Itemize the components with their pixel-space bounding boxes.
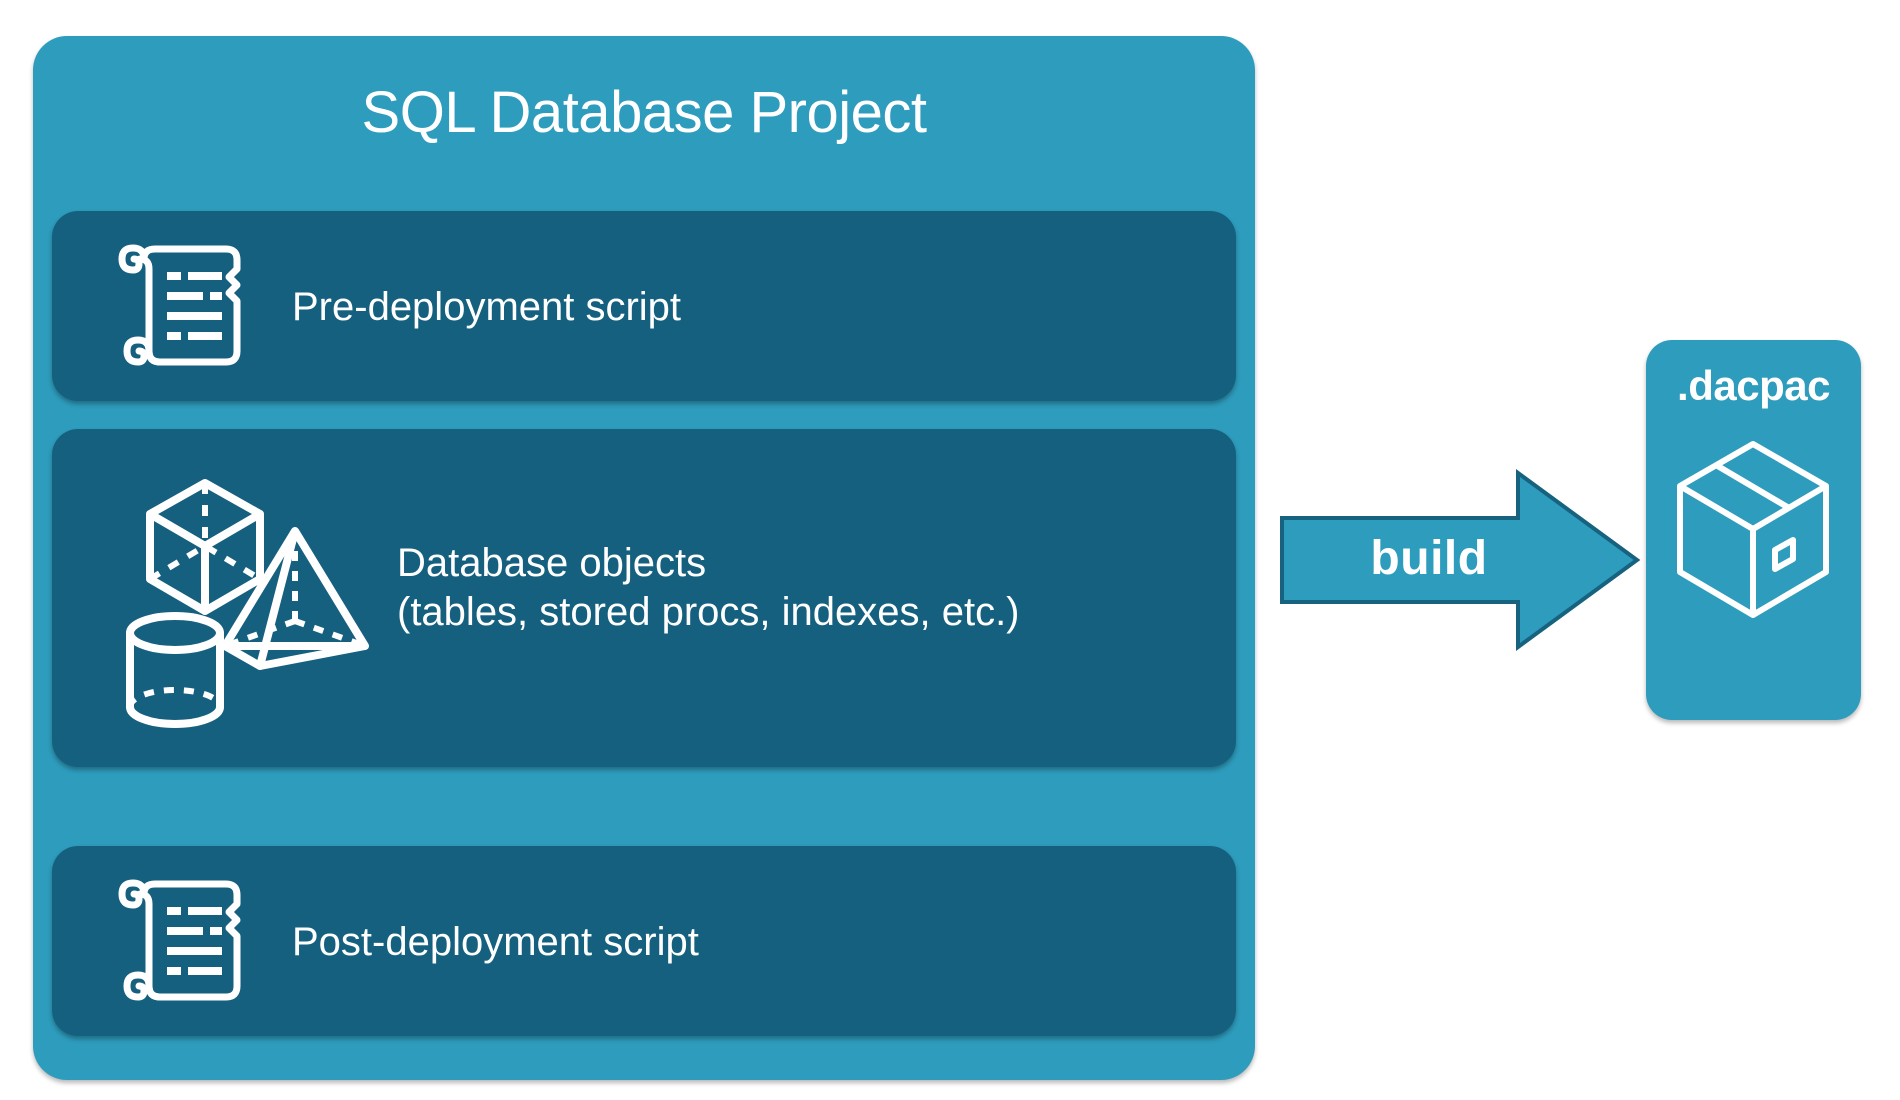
cylinder-icon [126,612,224,728]
scroll-icon [114,239,264,374]
card-pre-deployment-script[interactable]: Pre-deployment script [52,211,1236,401]
card-database-objects-label: Database objects(tables, stored procs, i… [397,539,1020,637]
cube-icon [146,479,264,615]
scroll-icon [114,874,264,1009]
card-post-deployment-script[interactable]: Post-deployment script [52,846,1236,1036]
database-objects-icon-group [110,461,410,741]
dacpac-label: .dacpac [1677,362,1830,409]
page-title: SQL Database Project [361,80,927,145]
dacpac-output-box[interactable]: .dacpac [1646,340,1861,720]
card-post-deployment-label: Post-deployment script [292,920,699,964]
sql-database-project-container: SQL Database Project Pre-deployment scr [33,36,1255,1080]
package-box-icon [1671,432,1836,642]
pyramid-icon [221,527,369,670]
card-database-objects[interactable]: Database objects(tables, stored procs, i… [52,429,1236,767]
card-database-objects-line2: (tables, stored procs, indexes, etc.) [397,589,1020,634]
build-arrow-label: build [1370,532,1488,585]
build-arrow [1280,469,1641,651]
card-database-objects-line1: Database objects [397,541,707,585]
card-pre-deployment-label: Pre-deployment script [292,285,682,329]
